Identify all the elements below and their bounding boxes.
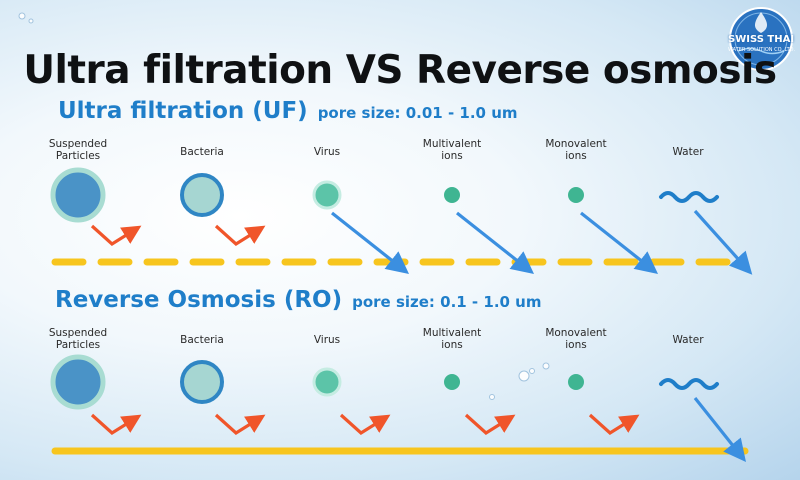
uf-virus-pass-arrow [331, 211, 410, 274]
uf-virus-label: Virus [277, 146, 377, 158]
ro-multivalent-ions-label-line: Multivalent [422, 327, 482, 339]
uf-suspended-particles-reject-arrow [90, 224, 142, 246]
ro-pore-size: pore size: 0.1 - 1.0 um [352, 293, 542, 311]
uf-title: Ultra filtration (UF) [58, 98, 308, 124]
ro-suspended-particles-reject-arrow [90, 413, 142, 435]
logo-name: SWISS THAI [728, 34, 795, 45]
ro-multivalent-ions-particle [444, 374, 460, 390]
uf-multivalent-ions-pass-arrow [456, 211, 535, 274]
logo-subtitle: WATER SOLUTION CO.,LTD. [728, 47, 796, 53]
ro-title: Reverse Osmosis (RO) [55, 287, 343, 313]
ro-monovalent-ions-particle [568, 374, 584, 390]
page-title: Ultra filtration VS Reverse osmosis [23, 48, 777, 93]
uf-bacteria-reject-arrow [214, 224, 266, 246]
ro-water-label: Water [638, 334, 738, 346]
ro-bacteria-label: Bacteria [152, 334, 252, 346]
uf-water-pass-arrow [693, 209, 753, 275]
ro-multivalent-ions-reject-arrow [464, 413, 516, 435]
uf-monovalent-ions-label-line: ions [565, 150, 587, 162]
ro-suspended-particles-particle [50, 354, 106, 410]
uf-water-wave-icon [659, 191, 719, 203]
water-bubble-icon [489, 394, 495, 400]
brand-logo: SWISS THAI WATER SOLUTION CO.,LTD. [728, 6, 796, 72]
ro-section-title: Reverse Osmosis (RO) pore size: 0.1 - 1.0… [55, 287, 541, 313]
ro-virus-particle [312, 367, 342, 397]
uf-virus-label-line: Virus [313, 146, 341, 158]
uf-multivalent-ions-particle [444, 187, 460, 203]
globe-icon [729, 7, 793, 71]
ro-bacteria-label-line: Bacteria [180, 334, 224, 346]
ro-virus-label: Virus [277, 334, 377, 346]
uf-suspended-particles-label-line: Particles [55, 150, 101, 162]
ro-virus-label-line: Virus [313, 334, 341, 346]
ro-suspended-particles-label-line: Suspended [48, 327, 108, 339]
uf-monovalent-ions-particle [568, 187, 584, 203]
ro-water-wave-icon [659, 378, 719, 390]
ro-virus-reject-arrow [339, 413, 391, 435]
water-bubble-icon [18, 12, 26, 20]
uf-multivalent-ions-label-line: ions [441, 150, 463, 162]
water-bubble-icon [529, 368, 535, 374]
ro-suspended-particles-label-line: Particles [55, 339, 101, 351]
ro-water-pass-arrow [693, 397, 746, 463]
uf-pore-size: pore size: 0.01 - 1.0 um [317, 104, 518, 122]
water-bubble-icon [28, 18, 34, 24]
uf-water-label: Water [638, 146, 738, 158]
water-bubble-icon [518, 370, 530, 382]
uf-bacteria-particle [180, 173, 224, 217]
uf-bacteria-label-line: Bacteria [180, 146, 224, 158]
uf-suspended-particles-label-line: Suspended [48, 138, 108, 150]
uf-section-title: Ultra filtration (UF) pore size: 0.01 - 1… [58, 98, 518, 124]
uf-monovalent-ions-label-line: Monovalent [545, 138, 607, 150]
ro-monovalent-ions-reject-arrow [588, 413, 640, 435]
uf-water-label-line: Water [672, 146, 704, 158]
ro-bacteria-particle [180, 360, 224, 404]
ro-multivalent-ions-label-line: ions [441, 339, 463, 351]
uf-multivalent-ions-label-line: Multivalent [422, 138, 482, 150]
ro-bacteria-reject-arrow [214, 413, 266, 435]
uf-virus-particle [312, 180, 342, 210]
uf-bacteria-label: Bacteria [152, 146, 252, 158]
ro-monovalent-ions-label-line: Monovalent [545, 327, 607, 339]
ro-monovalent-ions-label-line: ions [565, 339, 587, 351]
water-bubble-icon [542, 362, 550, 370]
uf-monovalent-ions-pass-arrow [580, 211, 659, 274]
ro-water-label-line: Water [672, 334, 704, 346]
uf-suspended-particles-particle [50, 167, 106, 223]
